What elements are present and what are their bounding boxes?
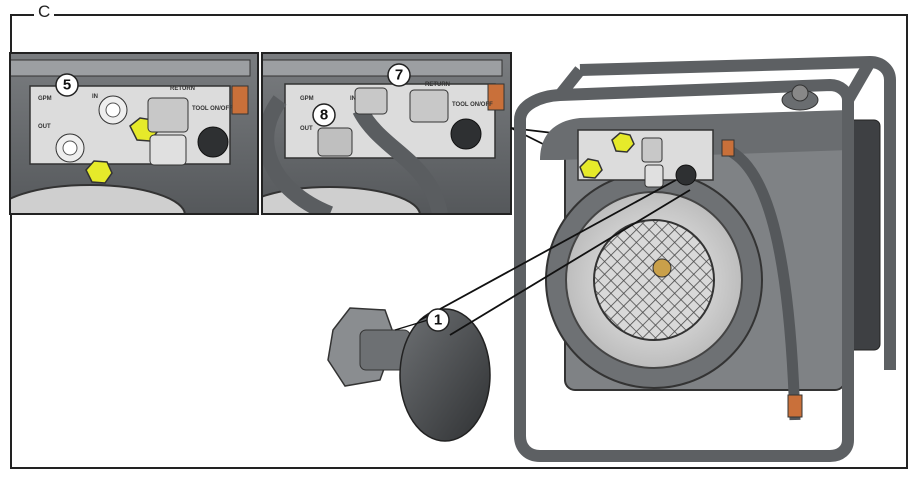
- cap-detail: [327, 307, 491, 442]
- callout-8: 8: [312, 103, 336, 127]
- label-in: IN: [92, 94, 98, 100]
- callout-1: 1: [426, 308, 450, 332]
- roll-frame: [514, 56, 896, 462]
- yellow-plug-out: [85, 160, 113, 184]
- main-yellow-plug-a: [611, 132, 635, 153]
- svg-text:5: 5: [63, 77, 71, 94]
- inset-left: GPM IN OUT RETURN TOOL ON/OFF: [10, 53, 258, 214]
- svg-text:1: 1: [434, 312, 442, 329]
- fan-housing: [545, 171, 763, 389]
- label-out: OUT: [38, 124, 51, 130]
- svg-text:TOOL ON/OFF: TOOL ON/OFF: [452, 102, 493, 108]
- label-tool: TOOL ON/OFF: [192, 106, 233, 112]
- dust-cap: [399, 308, 491, 442]
- cap-leader-a: [449, 189, 691, 336]
- callout-7: 7: [387, 63, 411, 87]
- svg-text:RETURN: RETURN: [425, 82, 450, 88]
- figure-frame: [10, 14, 908, 469]
- manifold-plate: [29, 85, 231, 165]
- svg-text:OUT: OUT: [300, 126, 313, 132]
- svg-text:GPM: GPM: [300, 96, 314, 102]
- callout-5: 5: [55, 73, 79, 97]
- svg-text:IN: IN: [350, 96, 356, 102]
- label-return: RETURN: [170, 86, 195, 92]
- svg-text:7: 7: [395, 67, 403, 84]
- main-yellow-plug-b: [579, 158, 603, 179]
- figure-letter: C: [34, 2, 55, 22]
- cap-leader-b: [419, 179, 677, 321]
- svg-text:8: 8: [320, 107, 328, 124]
- label-gpm: GPM: [38, 96, 52, 102]
